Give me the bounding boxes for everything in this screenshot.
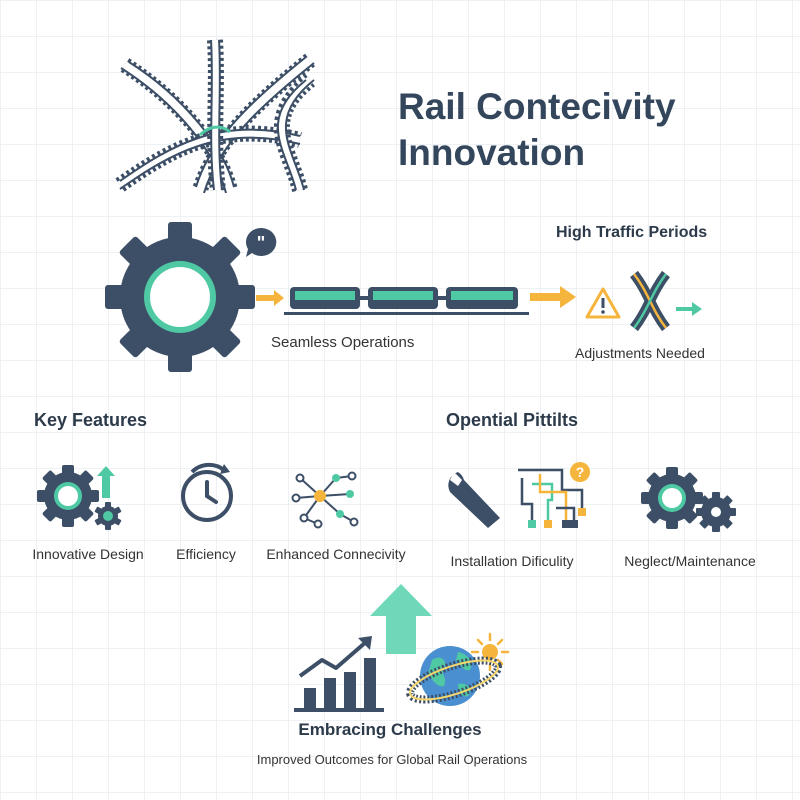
feature-label-innovative-design: Innovative Design [32,546,144,562]
title-line-2: Innovation [398,132,586,173]
embracing-challenges-heading: Embracing Challenges [298,720,482,739]
gear-icon [105,222,255,372]
seamless-operations-label: Seamless Operations [271,334,415,351]
arrow-right-icon [530,286,576,308]
bottom-subtitle: Improved Outcomes for Global Rail Operat… [256,752,528,767]
wiring-diagram-icon: ? [518,462,590,528]
pitfalls-heading: Opential Pittilts [446,410,579,430]
arrow-right-icon [676,302,702,316]
train-icon [284,287,529,315]
arrow-up-icon [370,584,432,654]
page-title: Rail Contecivity Innovation [398,84,738,176]
svg-text:": " [257,233,266,253]
network-icon [291,471,359,529]
wrench-icon [448,472,500,528]
feature-label-enhanced-connecivity: Enhanced Connecivity [266,546,406,562]
title-line-1: Rail Contecivity [398,86,676,127]
svg-text:?: ? [576,464,585,480]
globe-icon [406,632,510,706]
speech-bubble-icon: " [245,227,277,257]
gears-icon [37,465,122,530]
feature-label-efficiency: Efficiency [176,546,236,562]
arrow-right-icon [256,290,284,306]
crossing-tracks-icon [115,39,316,194]
growth-chart-icon [294,636,384,712]
warning-icon [585,287,621,319]
pitfall-label-installation: Installation Dificulity [450,553,574,569]
gears-icon [641,467,736,532]
pitfall-label-neglect: Neglect/Maintenance [624,553,756,569]
adjustments-needed-label: Adjustments Needed [575,345,705,361]
clock-icon [181,462,233,522]
track-switch-icon [629,270,671,332]
high-traffic-label: High Traffic Periods [556,224,708,241]
key-features-heading: Key Features [34,410,148,430]
